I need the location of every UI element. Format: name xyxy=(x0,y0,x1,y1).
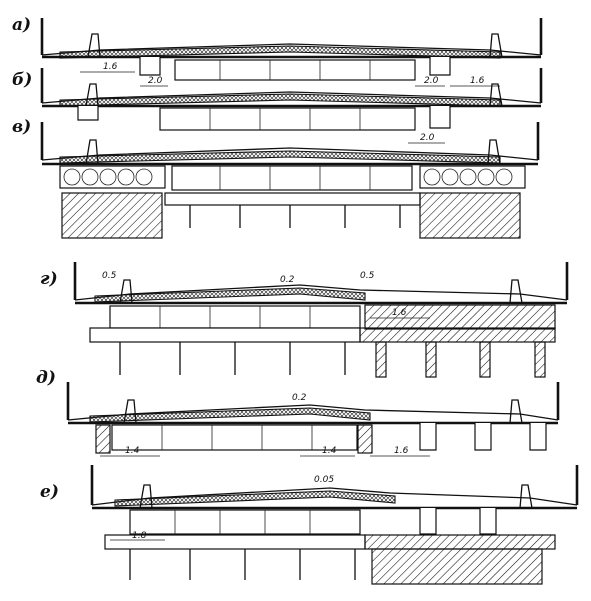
box-girder xyxy=(129,509,361,535)
panel-label-b: б) xyxy=(12,70,32,90)
curb xyxy=(123,399,137,424)
dim-label: 0.2 xyxy=(280,275,295,285)
curb xyxy=(119,279,133,304)
dim-label: 0.2 xyxy=(292,393,307,403)
abutment-left xyxy=(61,192,163,239)
pavement-layer xyxy=(94,287,366,303)
panel-b: б) 2.0 xyxy=(12,68,543,144)
curb xyxy=(85,139,99,165)
hollow-slabs-right xyxy=(419,165,526,189)
new-deck-section xyxy=(364,304,556,330)
panel-label-g: г) xyxy=(40,269,58,289)
panel-label-e: е) xyxy=(40,482,59,502)
dim-label: 1.6 xyxy=(392,308,407,318)
curb xyxy=(87,33,101,58)
girder xyxy=(429,106,451,129)
dim-label: 1.6 xyxy=(103,62,118,72)
girder xyxy=(77,106,99,121)
panel-label-a: а) xyxy=(12,15,31,35)
curb xyxy=(489,33,503,58)
dim-label: 1.4 xyxy=(125,446,140,456)
curb xyxy=(487,139,501,165)
box-girder xyxy=(159,107,416,131)
dim-label: 1.6 xyxy=(470,76,485,86)
girder xyxy=(419,508,437,535)
panel-g: г) 0.5 0.2 0.5 1.6 xyxy=(40,262,569,378)
cap-beam xyxy=(89,327,361,343)
end-block xyxy=(357,424,373,454)
dim-label: 0.5 xyxy=(360,271,375,281)
hollow-slabs-left xyxy=(59,165,166,189)
girder xyxy=(479,508,497,535)
end-block xyxy=(95,424,111,454)
curb xyxy=(509,399,523,424)
pier-block xyxy=(371,548,543,585)
curb xyxy=(519,484,533,509)
girder xyxy=(474,423,492,451)
panel-label-v: в) xyxy=(12,117,31,137)
abutment-right xyxy=(419,192,521,239)
curb xyxy=(139,484,153,509)
dim-label: 0.05 xyxy=(314,475,334,485)
cap-beam-new xyxy=(364,534,556,550)
panel-d: д) 0.2 1.4 1.4 1.6 xyxy=(36,368,560,457)
dim-label: 1.8 xyxy=(132,531,147,541)
dim-label: 2.0 xyxy=(424,76,439,86)
cap-beam-new xyxy=(359,327,556,343)
girder xyxy=(419,423,437,451)
girder xyxy=(529,423,547,451)
box-girder xyxy=(111,424,358,451)
panel-a: а) 1.6 2.0 2.0 1.6 xyxy=(12,15,543,87)
dim-label: 2.0 xyxy=(420,133,435,143)
curb xyxy=(489,83,503,107)
box-girder xyxy=(171,165,413,191)
girder xyxy=(429,57,451,76)
dim-label: 1.4 xyxy=(322,446,337,456)
dim-label: 2.0 xyxy=(148,76,163,86)
dim-label: 1.6 xyxy=(394,446,409,456)
pavement-layer xyxy=(114,490,396,507)
curb xyxy=(509,279,523,304)
curb xyxy=(85,83,99,107)
panel-v: в) xyxy=(12,117,540,239)
box-girder xyxy=(174,59,416,81)
dim-label: 0.5 xyxy=(102,271,117,281)
pavement-layer xyxy=(89,407,371,423)
panel-e: е) 0.05 1.8 xyxy=(40,465,579,585)
box-girder xyxy=(109,305,361,329)
cap-beam xyxy=(164,192,421,206)
panel-label-d: д) xyxy=(36,368,56,388)
girder xyxy=(139,57,161,76)
